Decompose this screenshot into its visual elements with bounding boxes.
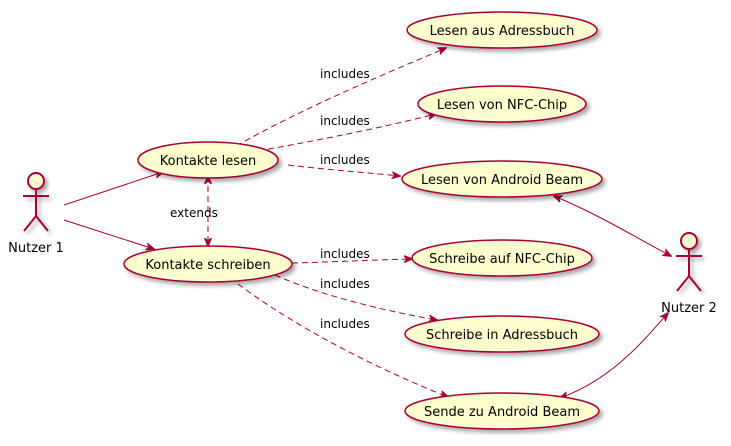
usecase-kontakte-lesen[interactable]: Kontakte lesen — [137, 141, 279, 179]
actor-figure-icon — [676, 232, 702, 292]
actor-figure-icon — [23, 172, 49, 232]
actor-user2-label: Nutzer 2 — [661, 301, 717, 316]
edge-include-lesen-beam — [287, 164, 400, 176]
usecase-kontakte-schreiben-label: Kontakte schreiben — [145, 258, 270, 273]
usecase-sende-beam[interactable]: Sende zu Android Beam — [404, 392, 600, 430]
edge-beam-user2 — [554, 196, 671, 256]
usecase-schreibe-nfc-label: Schreibe auf NFC-Chip — [429, 252, 575, 267]
edge-labels: includes includes includes extends inclu… — [170, 67, 370, 331]
edge-include-lesen-adressbuch — [235, 48, 446, 147]
label-includes-schreibe-adressbuch: includes — [320, 277, 370, 291]
edge-user1-kontakte-schreiben — [63, 219, 154, 249]
label-includes-sende-beam: includes — [320, 317, 370, 331]
usecase-kontakte-schreiben[interactable]: Kontakte schreiben — [123, 245, 293, 283]
actor-user1-label: Nutzer 1 — [8, 241, 64, 256]
usecase-kontakte-lesen-label: Kontakte lesen — [160, 154, 257, 169]
edge-include-schreibe-adressbuch — [274, 274, 437, 320]
label-extends: extends — [170, 206, 218, 220]
usecase-lesen-beam[interactable]: Lesen von Android Beam — [401, 160, 603, 198]
usecase-sende-beam-label: Sende zu Android Beam — [424, 405, 580, 420]
usecase-lesen-adressbuch[interactable]: Lesen aus Adressbuch — [406, 11, 598, 49]
label-includes-beam: includes — [320, 153, 370, 167]
usecase-schreibe-adressbuch-label: Schreibe in Adressbuch — [426, 328, 578, 343]
edges — [63, 48, 671, 398]
usecase-lesen-nfc-label: Lesen von NFC-Chip — [437, 98, 567, 113]
label-includes-adressbuch: includes — [320, 67, 370, 81]
usecase-lesen-beam-label: Lesen von Android Beam — [421, 173, 583, 188]
label-includes-schreibe-nfc: includes — [320, 247, 370, 261]
edge-include-lesen-nfc — [257, 114, 436, 152]
usecase-lesen-adressbuch-label: Lesen aus Adressbuch — [430, 24, 575, 39]
actor-user2[interactable]: Nutzer 2 — [661, 232, 717, 316]
edge-include-schreibe-nfc — [291, 259, 412, 263]
usecase-schreibe-adressbuch[interactable]: Schreibe in Adressbuch — [404, 315, 600, 353]
edge-include-sende-beam — [237, 283, 448, 397]
usecase-lesen-nfc[interactable]: Lesen von NFC-Chip — [417, 85, 587, 123]
edge-sende-beam-user2 — [560, 313, 668, 398]
edge-user1-kontakte-lesen — [63, 172, 163, 206]
label-includes-nfc: includes — [320, 114, 370, 128]
usecase-schreibe-nfc[interactable]: Schreibe auf NFC-Chip — [411, 239, 593, 277]
actor-user1[interactable]: Nutzer 1 — [8, 172, 64, 256]
